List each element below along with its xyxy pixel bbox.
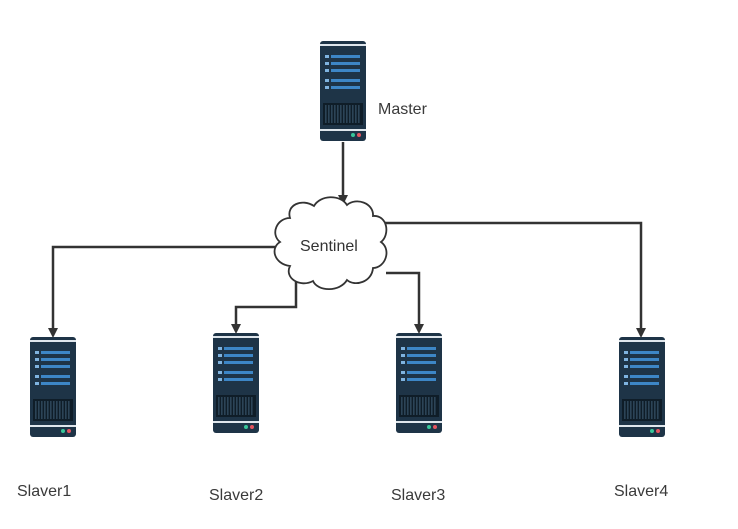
slaver3-label: Slaver3 <box>391 487 446 504</box>
sentinel-label: Sentinel <box>300 238 358 255</box>
sentinel-cloud-icon <box>273 196 388 291</box>
slaver4-label: Slaver4 <box>614 483 669 500</box>
master-label: Master <box>378 101 427 118</box>
slaver1-server-icon <box>30 337 76 437</box>
slaver2-server-icon <box>213 333 259 433</box>
slaver4-server-icon <box>619 337 665 437</box>
slaver2-label: Slaver2 <box>209 487 264 504</box>
edge-sentinel-slaver2 <box>231 282 298 334</box>
edge-sentinel-slaver4 <box>382 221 646 338</box>
master-server-icon <box>320 41 366 141</box>
slaver3-server-icon <box>396 333 442 433</box>
edge-sentinel-slaver1 <box>48 245 278 338</box>
slaver1-label: Slaver1 <box>17 483 72 500</box>
edge-sentinel-slaver3 <box>386 271 424 334</box>
